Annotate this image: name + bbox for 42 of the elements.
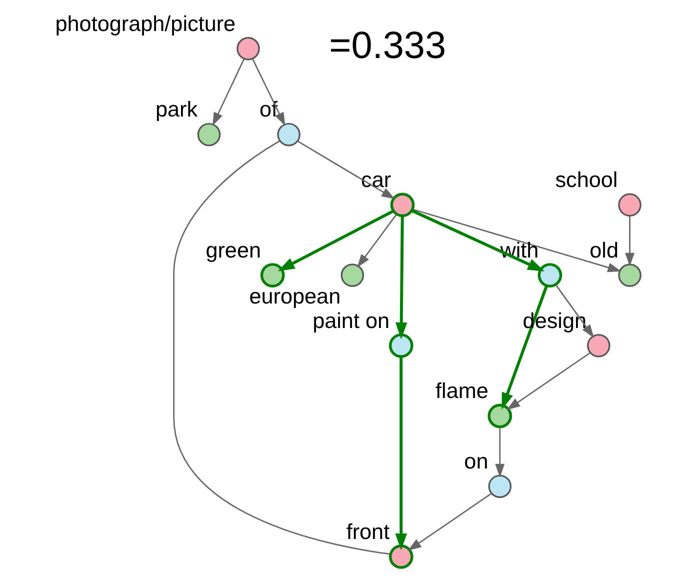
arrow (252, 58, 286, 126)
node-circle (618, 193, 642, 217)
node-label: car (361, 167, 392, 192)
arrow (408, 492, 492, 551)
node-circle (388, 333, 414, 358)
node-circle (618, 264, 642, 287)
node-circle (388, 544, 414, 569)
node-circle (587, 334, 610, 358)
connector (173, 140, 390, 555)
node-label: old (590, 237, 618, 262)
node-label: front (346, 518, 390, 544)
node-circle (277, 122, 300, 146)
node-circle (538, 263, 562, 288)
node-circle (197, 122, 221, 146)
arrow (357, 214, 397, 268)
node-circle (390, 192, 415, 218)
node-circle (260, 263, 285, 288)
node-circle (236, 37, 260, 60)
arrow (395, 216, 408, 340)
node-label: flame (436, 378, 488, 404)
arrow (495, 427, 505, 478)
node-label: european (249, 283, 341, 308)
node-circle (340, 264, 364, 287)
arrow (412, 209, 544, 272)
label: =0.333 (329, 24, 446, 67)
node-label: of (260, 96, 278, 122)
arrow (625, 216, 635, 266)
node-circle (488, 404, 512, 428)
node-label: green (206, 237, 262, 262)
node-label: school (555, 167, 618, 192)
arrow (412, 208, 622, 272)
arrow (297, 140, 396, 200)
node-circle (488, 474, 512, 498)
arrow (506, 352, 591, 410)
node-label: on (464, 448, 488, 474)
arrow (395, 356, 407, 550)
arrow (212, 58, 245, 126)
node-label: park (155, 96, 198, 122)
node-label: photograph/picture (55, 10, 236, 36)
arrow (502, 285, 548, 410)
arrow (278, 210, 394, 272)
node-label: paint on (312, 308, 390, 333)
